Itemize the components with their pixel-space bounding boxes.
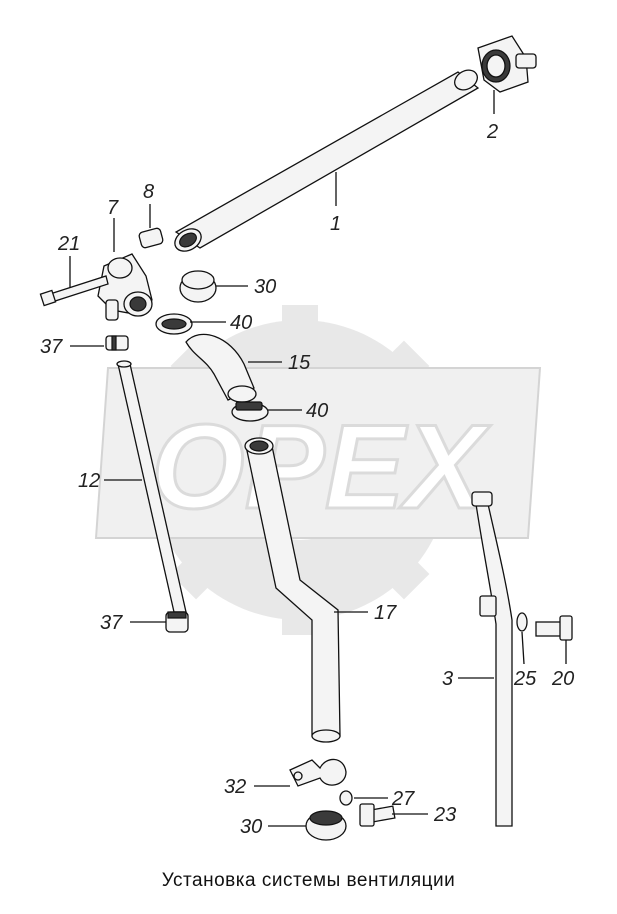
part-30-sleeve-upper xyxy=(179,270,217,303)
callout-40-lower: 40 xyxy=(306,400,328,422)
part-37-cap-upper xyxy=(105,335,129,351)
part-32-clamp xyxy=(289,758,347,787)
watermark-text: OPEX xyxy=(151,400,491,534)
part-37-cap-lower xyxy=(165,611,189,633)
part-21-bolt xyxy=(39,275,109,307)
callout-3: 3 xyxy=(442,668,453,690)
callout-20: 20 xyxy=(551,668,574,690)
callout-27: 27 xyxy=(391,788,415,810)
callout-1: 1 xyxy=(330,213,341,235)
part-15-hose xyxy=(185,333,257,403)
part-2-fitting xyxy=(477,35,537,93)
callout-2: 2 xyxy=(486,121,498,143)
part-17-tube xyxy=(244,437,341,743)
callout-40-upper: 40 xyxy=(230,312,252,334)
part-27-washer xyxy=(339,790,353,806)
callout-15: 15 xyxy=(288,352,311,374)
callout-17: 17 xyxy=(374,602,397,624)
callout-7: 7 xyxy=(107,197,119,219)
callout-37-upper: 37 xyxy=(40,336,63,358)
callout-23: 23 xyxy=(433,804,456,826)
part-3-tube xyxy=(471,491,513,827)
diagram-caption: Установка системы вентиляции xyxy=(161,870,456,891)
callout-32: 32 xyxy=(224,776,246,798)
part-23-bolt xyxy=(359,803,396,827)
leader-lines xyxy=(69,90,567,827)
part-40-clamp-lower xyxy=(231,401,269,422)
callout-30-lower: 30 xyxy=(240,816,262,838)
part-30-sleeve-lower xyxy=(305,810,347,841)
watermark-logo: OPEX xyxy=(94,305,542,635)
part-8-sleeve xyxy=(138,227,164,249)
callout-12: 12 xyxy=(78,470,100,492)
callout-21: 21 xyxy=(57,233,80,255)
callout-25: 25 xyxy=(513,668,537,690)
part-20-bolt xyxy=(535,615,573,641)
callout-37-lower: 37 xyxy=(100,612,123,634)
callout-8: 8 xyxy=(143,181,154,203)
callouts: 1 2 3 7 8 12 15 17 20 21 23 25 27 30 30 … xyxy=(40,121,574,838)
part-25-washer xyxy=(516,612,528,632)
part-1-tube xyxy=(174,69,480,252)
part-7-tee xyxy=(97,253,153,321)
part-40-clamp-upper xyxy=(155,313,193,335)
callout-30-upper: 30 xyxy=(254,276,276,298)
watermark-banner xyxy=(94,367,542,539)
